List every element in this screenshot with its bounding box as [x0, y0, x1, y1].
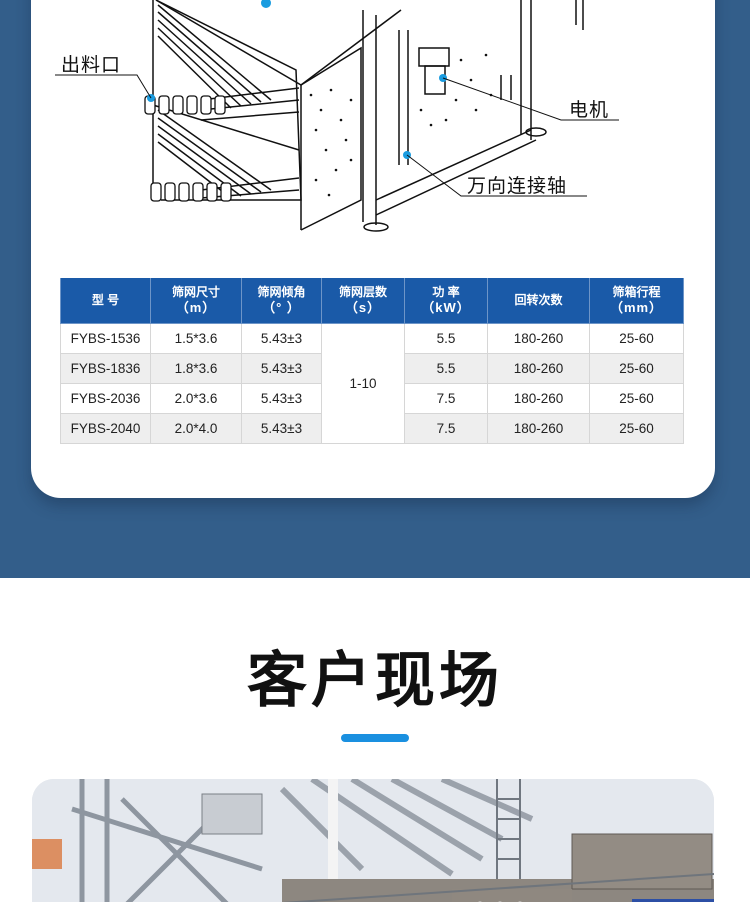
factory-interior-image — [32, 779, 714, 902]
cell-stroke: 25-60 — [589, 352, 684, 384]
customer-site-photo — [32, 779, 714, 902]
cell-power: 5.5 — [404, 322, 488, 354]
cell-rotations: 180-260 — [487, 322, 590, 354]
outlet-label: 出料口 — [61, 54, 122, 76]
cell-size: 1.8*3.6 — [150, 352, 242, 384]
vibrating-screen-drawing — [55, 0, 619, 232]
cell-model: FYBS-1536 — [60, 322, 151, 354]
cell-power: 7.5 — [404, 412, 488, 444]
cell-size: 2.0*3.6 — [150, 382, 242, 414]
cell-stroke: 25-60 — [589, 412, 684, 444]
cell-angle: 5.43±3 — [241, 382, 322, 414]
cell-angle: 5.43±3 — [241, 322, 322, 354]
header-model: 型 号 — [60, 278, 151, 324]
header-rotations: 回转次数 — [487, 278, 590, 324]
cell-stroke: 25-60 — [589, 322, 684, 354]
cell-angle: 5.43±3 — [241, 412, 322, 444]
cell-model: FYBS-2036 — [60, 382, 151, 414]
cell-model: FYBS-1836 — [60, 352, 151, 384]
cell-rotations: 180-260 — [487, 382, 590, 414]
specification-table: 型 号 筛网尺寸（m） 筛网倾角（° ） 筛网层数（s） 功 率（kW） 回转次… — [60, 278, 684, 444]
header-power: 功 率（kW） — [404, 278, 488, 324]
header-screen-size: 筛网尺寸（m） — [150, 278, 242, 324]
motor-label: 电机 — [569, 99, 610, 121]
customer-site-title: 客户现场 — [247, 646, 503, 716]
table-row: FYBS-1536 1.5*3.6 5.43±3 1-10 5.5 180-26… — [60, 322, 684, 444]
cell-rotations: 180-260 — [487, 412, 590, 444]
header-stroke: 筛箱行程（mm） — [589, 278, 684, 324]
table-row: FYBS-1836 1.8*3.6 5.43±3 5.5 180-260 25-… — [60, 352, 684, 384]
header-screen-layers: 筛网层数（s） — [321, 278, 405, 324]
header-screen-angle: 筛网倾角（° ） — [241, 278, 322, 324]
cell-angle: 5.43±3 — [241, 352, 322, 384]
cell-stroke: 25-60 — [589, 382, 684, 414]
table-row: FYBS-2040 2.0*4.0 5.43±3 7.5 180-260 25-… — [60, 412, 684, 444]
cell-model: FYBS-2040 — [60, 412, 151, 444]
cell-size: 1.5*3.6 — [150, 322, 242, 354]
cell-layers-merged: 1-10 — [321, 322, 405, 444]
cell-size: 2.0*4.0 — [150, 412, 242, 444]
cell-rotations: 180-260 — [487, 352, 590, 384]
universal-joint-label: 万向连接轴 — [467, 175, 568, 197]
cell-power: 5.5 — [404, 352, 488, 384]
machine-diagram: 出料口 电机 万向连接轴 — [31, 0, 715, 240]
cell-power: 7.5 — [404, 382, 488, 414]
title-underline-accent — [341, 734, 409, 742]
table-header-row: 型 号 筛网尺寸（m） 筛网倾角（° ） 筛网层数（s） 功 率（kW） 回转次… — [60, 278, 684, 324]
